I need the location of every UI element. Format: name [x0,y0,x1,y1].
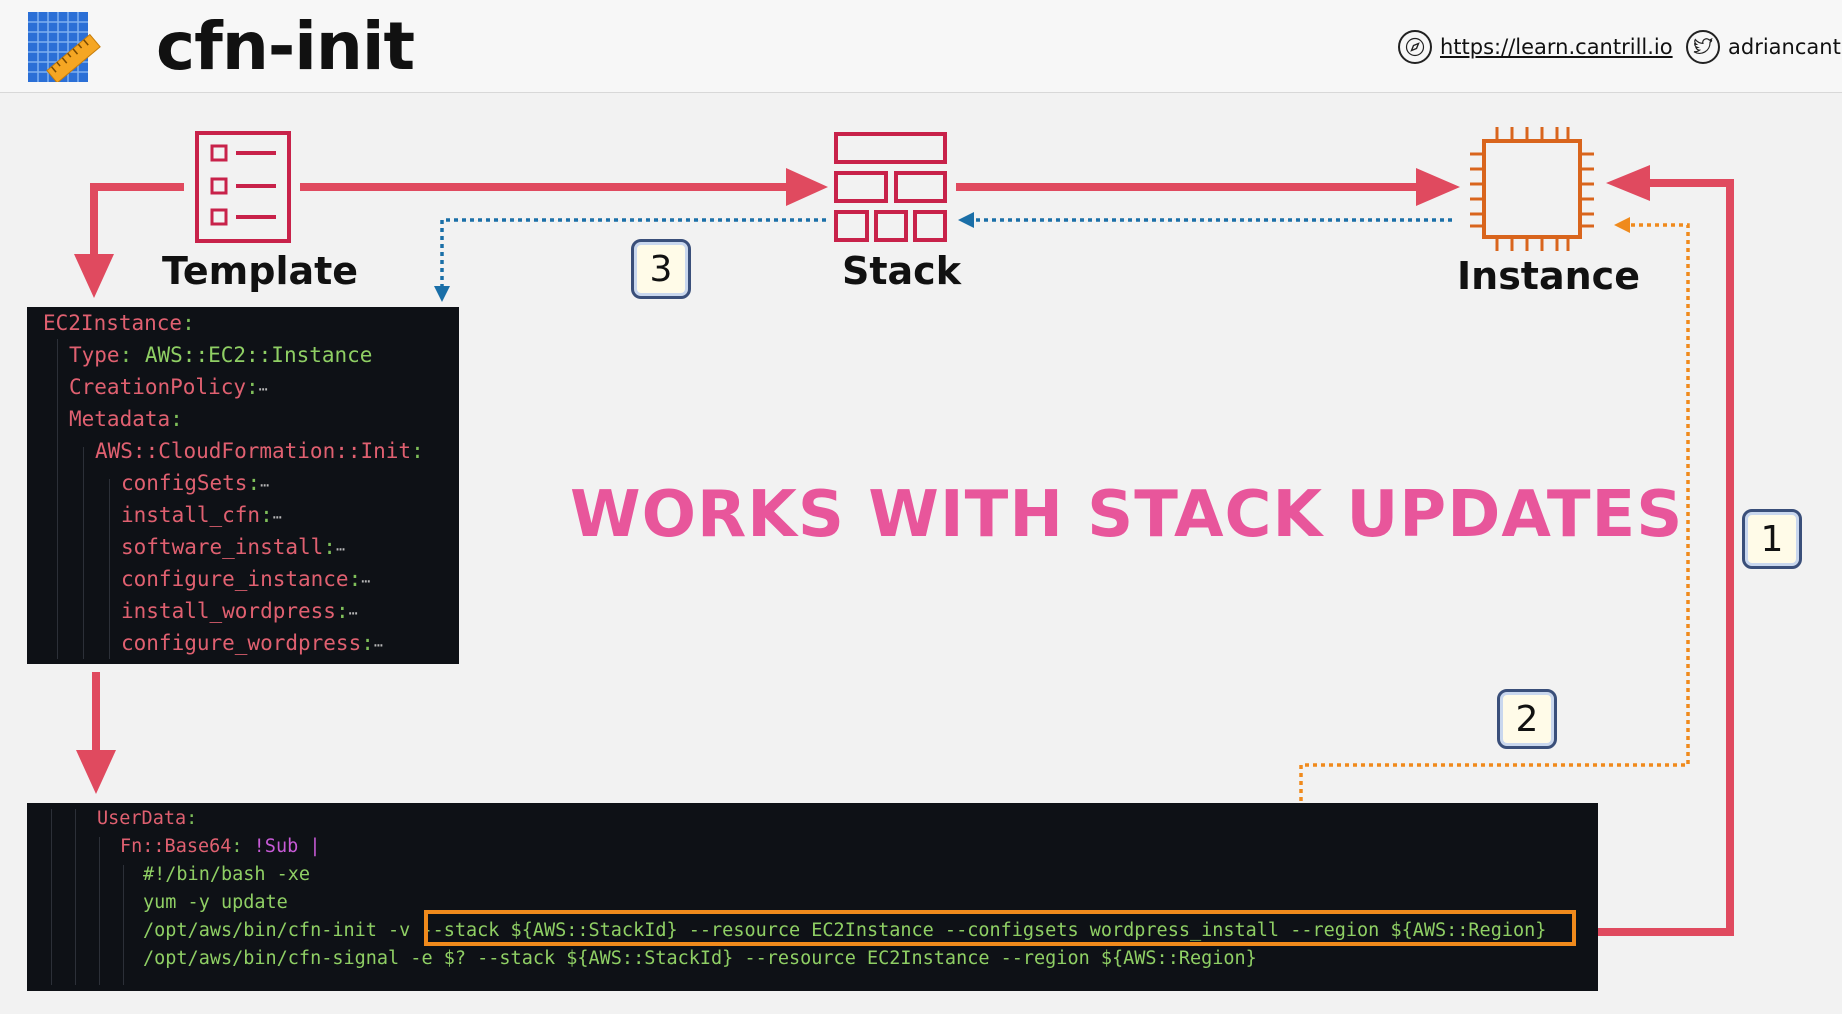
code-line: install_cfn:⋯ [121,503,282,527]
compass-icon [1398,30,1432,64]
dotted-arrow-cfninit-to-instance [1299,217,1690,905]
arrow-metadata-to-userdata [76,672,116,794]
dotted-arrow-instance-to-stack [958,212,1452,228]
logo-icon [28,12,101,82]
code-line: configSets:⋯ [121,471,270,495]
code-line: Fn::Base64: !Sub | [120,836,321,857]
template-label: Template [162,249,359,293]
stack-icon [834,132,947,242]
arrow-userdata-to-instance [1582,165,1734,936]
code-line: software_install:⋯ [121,535,345,559]
code-line: AWS::CloudFormation::Init: [95,439,424,463]
arrow-stack-to-instance [956,168,1460,206]
twitter-icon [1686,30,1720,64]
cfn-init-args: --stack ${AWS::StackId} --resource EC2In… [421,920,1547,941]
cfn-init-args-highlight [424,910,1576,946]
code-line: install_wordpress:⋯ [121,599,358,623]
instance-chip-icon [1470,127,1594,251]
code-line: CreationPolicy:⋯ [69,375,268,399]
social-link[interactable]: adriancantr [1686,27,1842,67]
website-url[interactable]: https://learn.cantrill.io [1440,35,1673,59]
header-bar: cfn-init https://learn.cantrill.io adria… [0,0,1842,93]
stack-label: Stack [842,249,961,293]
instance-label: Instance [1457,254,1640,298]
social-handle[interactable]: adriancantr [1728,35,1842,59]
cfn-signal-command-line: /opt/aws/bin/cfn-signal -e $? --stack ${… [143,948,1257,969]
code-line: Type: AWS::EC2::Instance [69,343,373,367]
step-badge-2: 2 [1497,689,1557,749]
metadata-code-block: EC2Instance: Type: AWS::EC2::Instance Cr… [27,307,459,664]
arrow-template-to-code [74,183,184,298]
code-line: yum -y update [143,892,288,913]
code-line: EC2Instance: [43,311,195,335]
step-badge-3: 3 [631,239,691,299]
code-line: configure_instance:⋯ [121,567,371,591]
code-line: UserData: [97,808,198,829]
userdata-code-block: UserData: Fn::Base64: !Sub | #!/bin/bash… [27,803,1598,991]
code-line: #!/bin/bash -xe [143,864,311,885]
template-icon [195,131,291,243]
website-link[interactable]: https://learn.cantrill.io [1398,27,1673,67]
code-line: configure_wordpress:⋯ [121,631,383,655]
banner-text: WORKS WITH STACK UPDATES [570,478,1684,552]
page-title: cfn-init [156,8,415,85]
cfn-init-command-line: /opt/aws/bin/cfn-init -v --stack ${AWS::… [143,920,1547,941]
step-badge-1: 1 [1742,509,1802,569]
code-line: Metadata: [69,407,183,431]
dotted-arrow-stack-to-code [434,218,826,302]
arrow-template-to-stack [300,168,828,206]
